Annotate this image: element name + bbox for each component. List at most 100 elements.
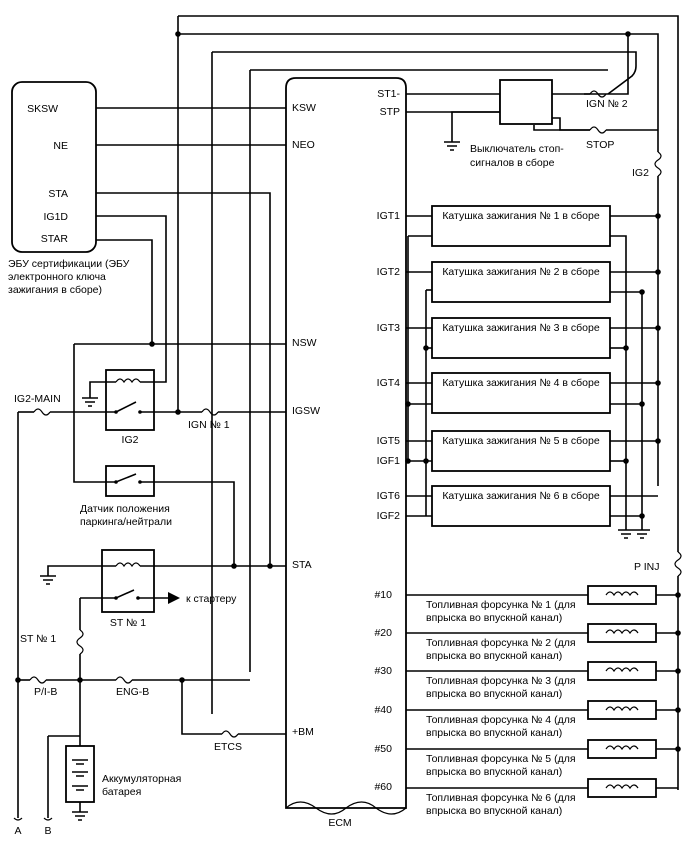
ecm-pin-igt2: IGT2 bbox=[377, 266, 400, 278]
injector-label: Топливная форсунка № 3 (для bbox=[426, 675, 576, 687]
injector-label: впрыска во впускной канал) bbox=[426, 688, 562, 700]
injector-label: впрыска во впускной канал) bbox=[426, 650, 562, 662]
ecm-pin-igt4: IGT4 bbox=[377, 377, 400, 389]
pin-star: STAR bbox=[41, 233, 69, 245]
park-neutral-label-2: паркинга/нейтрали bbox=[80, 516, 172, 528]
starter-label: к стартеру bbox=[186, 593, 237, 605]
wire-pn-switch bbox=[73, 344, 106, 483]
terminal-a: A bbox=[14, 825, 21, 837]
ecm-pin-10: #10 bbox=[374, 589, 392, 601]
ig2-relay-coil bbox=[115, 378, 141, 384]
battery bbox=[65, 745, 95, 803]
injector-2 bbox=[587, 623, 657, 643]
injector-label: Топливная форсунка № 1 (для bbox=[426, 599, 576, 611]
injector-6 bbox=[587, 778, 657, 798]
stop-fuse bbox=[589, 126, 607, 134]
ecm-pin-igsw: IGSW bbox=[292, 405, 320, 417]
ig2-relay-label: IG2 bbox=[122, 434, 139, 446]
ground-icon bbox=[72, 811, 88, 821]
ecm-pin-sta: STA bbox=[292, 559, 312, 571]
pin-sta-cert: STA bbox=[48, 188, 68, 200]
injector-label: впрыска во впускной канал) bbox=[426, 612, 562, 624]
ecm-pin-igf2: IGF2 bbox=[377, 510, 400, 522]
ignition-coil-label: Катушка зажигания № 4 в сборе bbox=[442, 377, 600, 389]
ignition-coil-6 bbox=[431, 485, 611, 527]
pin-ig1d: IG1D bbox=[43, 211, 68, 223]
p-inj-fuse-label: P INJ bbox=[634, 561, 659, 573]
ignition-coil-5 bbox=[431, 430, 611, 472]
ignition-coil-2 bbox=[431, 261, 611, 303]
etcs-fuse-label: ETCS bbox=[214, 741, 242, 753]
ecm-pin-igt1: IGT1 bbox=[377, 210, 400, 222]
ig2-ground-wire bbox=[89, 381, 106, 398]
ecm-pin-igt5: IGT5 bbox=[377, 435, 400, 447]
ig2-fuse-label: IG2 bbox=[632, 167, 649, 179]
engb-fuse-label: ENG-B bbox=[116, 686, 149, 698]
ignition-coil-1 bbox=[431, 205, 611, 247]
injector-label: впрыска во впускной канал) bbox=[426, 805, 562, 817]
injector-label: впрыска во впускной канал) bbox=[426, 766, 562, 778]
ecm-pin-stp: STP bbox=[380, 106, 400, 118]
stop-fuse-label: STOP bbox=[586, 139, 614, 151]
terminal-b: B bbox=[44, 825, 51, 837]
injector-3 bbox=[587, 661, 657, 681]
ignition-coil-label: Катушка зажигания № 5 в сборе bbox=[442, 435, 600, 447]
stop-fuse-wire bbox=[552, 117, 590, 131]
ecm-pin-ksw: KSW bbox=[292, 102, 316, 114]
ignition-coil-wires bbox=[406, 215, 658, 539]
battery-label-1: Аккумуляторная bbox=[102, 773, 181, 785]
ecm-pin-st1: ST1- bbox=[377, 88, 400, 100]
ground-icon bbox=[82, 397, 98, 407]
park-neutral-label-1: Датчик положения bbox=[80, 503, 170, 515]
injector-wires bbox=[406, 594, 678, 789]
ig2-main-label: IG2-MAIN bbox=[14, 393, 61, 405]
pib-fuse-label: P/I-B bbox=[34, 686, 57, 698]
ignition-coil-label: Катушка зажигания № 1 в сборе bbox=[442, 210, 600, 222]
ecm-pin-igt3: IGT3 bbox=[377, 322, 400, 334]
ignition-coil-label: Катушка зажигания № 6 в сборе bbox=[442, 490, 600, 502]
ign2-fuse bbox=[589, 90, 607, 98]
ignition-coil-3 bbox=[431, 317, 611, 359]
ignition-coil-4 bbox=[431, 372, 611, 414]
injector-label: Топливная форсунка № 5 (для bbox=[426, 753, 576, 765]
st1-fuse-label: ST № 1 bbox=[20, 633, 56, 645]
ecm-pin-neo: NEO bbox=[292, 139, 315, 151]
pin-ne: NE bbox=[53, 140, 68, 152]
junction bbox=[149, 341, 155, 347]
ecm-pin-bm: +BM bbox=[292, 726, 314, 738]
ecm-pin-nsw: NSW bbox=[292, 337, 317, 349]
ecm-pin-igt6: IGT6 bbox=[377, 490, 400, 502]
injector-5 bbox=[587, 739, 657, 759]
wire-ig1d bbox=[96, 215, 167, 383]
junction bbox=[175, 409, 181, 415]
st1-relay-label: ST № 1 bbox=[110, 617, 146, 629]
cert-ecu-caption-3: зажигания в сборе) bbox=[8, 284, 102, 296]
battery-label-2: батарея bbox=[102, 786, 141, 798]
ecm-pin-30: #30 bbox=[374, 665, 392, 677]
wire-star bbox=[96, 239, 153, 344]
junction bbox=[175, 31, 181, 37]
ecm-pin-igf1: IGF1 bbox=[377, 455, 400, 467]
ecm-box bbox=[285, 77, 407, 809]
ecm-box-break bbox=[285, 801, 407, 815]
arrow-to-starter-icon bbox=[168, 592, 180, 604]
stop-switch-label-1: Выключатель стоп- bbox=[470, 143, 564, 155]
ground-icon bbox=[444, 141, 460, 151]
wire-pn-sta bbox=[154, 481, 235, 566]
park-neutral-switch bbox=[105, 465, 155, 497]
ignition-coil-label: Катушка зажигания № 2 в сборе bbox=[442, 266, 600, 278]
p-inj-fuse bbox=[674, 551, 682, 577]
junction bbox=[625, 31, 631, 37]
ignition-coil-label: Катушка зажигания № 3 в сборе bbox=[442, 322, 600, 334]
st1-relay bbox=[101, 549, 155, 613]
st-relay-ground-wire bbox=[47, 565, 102, 576]
wire-sta bbox=[96, 192, 271, 566]
stop-light-switch bbox=[499, 79, 553, 125]
certification-ecu-box bbox=[11, 81, 97, 253]
injector-label: впрыска во впускной канал) bbox=[426, 727, 562, 739]
ign2-fuse-label: IGN № 2 bbox=[586, 98, 628, 110]
ig2-fuse bbox=[654, 151, 662, 177]
coil-junctions bbox=[405, 213, 661, 519]
ig2-relay bbox=[105, 369, 155, 431]
